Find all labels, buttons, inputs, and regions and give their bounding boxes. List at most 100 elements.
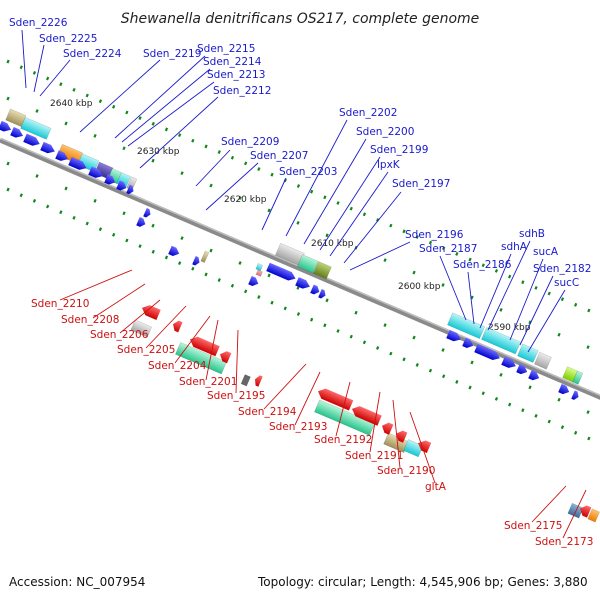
gene-label-sden-2175[interactable]: Sden_2175 [504, 520, 562, 532]
forward-gene-arrow[interactable] [446, 329, 462, 344]
gene-label-sden-2214[interactable]: Sden_2214 [203, 56, 262, 68]
gene-label-sden-2190[interactable]: Sden_2190 [377, 465, 435, 477]
gene-label-sden-2219[interactable]: Sden_2219 [143, 48, 201, 60]
forward-gene-arrow[interactable] [23, 133, 41, 149]
gene-box[interactable] [240, 374, 251, 387]
gene-box[interactable] [20, 117, 52, 140]
forward-gene-arrow[interactable] [10, 127, 25, 140]
gene-box[interactable] [314, 399, 375, 436]
tick-dot [98, 227, 103, 232]
reverse-gene-arrow[interactable] [171, 319, 183, 333]
gene-box[interactable] [403, 439, 424, 458]
forward-gene-arrow[interactable] [104, 174, 117, 186]
gene-label-sden-2204[interactable]: Sden_2204 [148, 360, 207, 372]
forward-gene-arrow[interactable] [168, 245, 181, 258]
gene-box[interactable] [313, 261, 332, 280]
gene-label-glta[interactable]: gltA [425, 481, 447, 493]
reverse-gene-arrow[interactable] [380, 421, 394, 435]
reverse-gene-arrow[interactable] [140, 303, 161, 321]
forward-gene-arrow[interactable] [126, 184, 135, 196]
gene-label-sden-2205[interactable]: Sden_2205 [117, 344, 175, 356]
reverse-gene-arrow[interactable] [578, 504, 592, 518]
gene-label-sden-2226[interactable]: Sden_2226 [9, 17, 68, 29]
gene-label-sdha[interactable]: sdhA [501, 241, 528, 253]
gene-box[interactable] [255, 263, 264, 272]
gene-label-sden-2192[interactable]: Sden_2192 [314, 434, 372, 446]
reverse-gene-arrow[interactable] [188, 334, 220, 357]
reverse-gene-arrow[interactable] [218, 349, 232, 364]
gene-label-sdhb[interactable]: sdhB [519, 228, 545, 240]
gene-label-sden-2203[interactable]: Sden_2203 [279, 166, 337, 178]
gene-label-sden-2173[interactable]: Sden_2173 [535, 536, 593, 548]
forward-gene-arrow[interactable] [462, 337, 475, 350]
forward-gene-arrow[interactable] [143, 208, 152, 219]
gene-label-sden-2224[interactable]: Sden_2224 [63, 48, 122, 60]
accession-text: Accession: NC_007954 [9, 575, 145, 589]
gene-label-sden-2212[interactable]: Sden_2212 [213, 85, 271, 97]
forward-gene-arrow[interactable] [116, 180, 128, 192]
gene-box[interactable] [481, 327, 521, 355]
gene-label-sden-2197[interactable]: Sden_2197 [392, 178, 450, 190]
gene-label-sden-2196[interactable]: Sden_2196 [405, 229, 464, 241]
reverse-gene-arrow[interactable] [350, 404, 382, 426]
gene-label-sden-2207[interactable]: Sden_2207 [250, 150, 308, 162]
gene-label-sden-2201[interactable]: Sden_2201 [179, 376, 237, 388]
gene-box[interactable] [255, 269, 263, 277]
forward-gene-arrow[interactable] [192, 256, 201, 267]
gene-label-sden-2182[interactable]: Sden_2182 [533, 263, 591, 275]
forward-gene-arrow[interactable] [88, 166, 104, 180]
scale-label: 2610 kbp [311, 239, 354, 249]
forward-gene-arrow[interactable] [55, 150, 70, 163]
gene-label-sden-2186[interactable]: Sden_2186 [453, 259, 512, 271]
gene-label-sden-2187[interactable]: Sden_2187 [419, 243, 477, 255]
gene-box[interactable] [175, 342, 227, 375]
gene-box[interactable] [572, 370, 584, 385]
gene-box[interactable] [200, 250, 210, 263]
forward-gene-arrow[interactable] [310, 284, 321, 296]
tick-dot [164, 255, 169, 260]
forward-gene-arrow[interactable] [501, 356, 517, 370]
gene-label-sden-2209[interactable]: Sden_2209 [221, 136, 279, 148]
forward-gene-arrow[interactable] [68, 156, 88, 172]
gene-label-sden-2194[interactable]: Sden_2194 [238, 406, 297, 418]
gene-box[interactable] [297, 254, 319, 274]
gene-label-sden-2210[interactable]: Sden_2210 [31, 298, 89, 310]
forward-gene-arrow[interactable] [40, 141, 56, 156]
reverse-gene-arrow[interactable] [394, 429, 408, 443]
forward-gene-arrow[interactable] [474, 343, 501, 363]
gene-label-sden-2213[interactable]: Sden_2213 [207, 69, 265, 81]
forward-gene-arrow[interactable] [0, 120, 13, 134]
gene-box[interactable] [5, 108, 27, 127]
gene-label-sden-2215[interactable]: Sden_2215 [197, 43, 255, 55]
leader-line [21, 29, 27, 89]
gene-label-sden-2225[interactable]: Sden_2225 [39, 33, 97, 45]
gene-box[interactable] [447, 312, 485, 339]
forward-gene-arrow[interactable] [516, 363, 529, 376]
forward-gene-arrow[interactable] [571, 390, 580, 401]
gene-label-sden-2199[interactable]: Sden_2199 [370, 144, 428, 156]
reverse-gene-arrow[interactable] [253, 374, 263, 387]
gene-label-suca[interactable]: sucA [533, 246, 559, 258]
forward-gene-arrow[interactable] [528, 370, 541, 382]
forward-gene-arrow[interactable] [318, 289, 327, 300]
gene-label-sden-2206[interactable]: Sden_2206 [90, 329, 149, 341]
gene-box[interactable] [517, 343, 539, 363]
forward-gene-arrow[interactable] [295, 277, 311, 291]
tick-dot [442, 246, 446, 251]
gene-label-sden-2193[interactable]: Sden_2193 [269, 421, 327, 433]
gene-box[interactable] [587, 508, 600, 523]
gene-label-sden-2200[interactable]: Sden_2200 [356, 126, 414, 138]
gene-label-sden-2191[interactable]: Sden_2191 [345, 450, 403, 462]
forward-gene-arrow[interactable] [558, 383, 571, 396]
gene-box[interactable] [534, 351, 552, 370]
gene-label-sden-2202[interactable]: Sden_2202 [339, 107, 397, 119]
forward-gene-arrow[interactable] [136, 217, 147, 228]
gene-label-sden-2195[interactable]: Sden_2195 [207, 390, 265, 402]
gene-label-lpxk[interactable]: lpxK [377, 159, 401, 171]
forward-gene-arrow[interactable] [266, 262, 297, 283]
gene-label-sden-2208[interactable]: Sden_2208 [61, 314, 119, 326]
tick-dot [180, 236, 184, 241]
gene-label-succ[interactable]: sucC [554, 277, 579, 289]
gene-box[interactable] [130, 319, 152, 338]
forward-gene-arrow[interactable] [248, 276, 260, 288]
